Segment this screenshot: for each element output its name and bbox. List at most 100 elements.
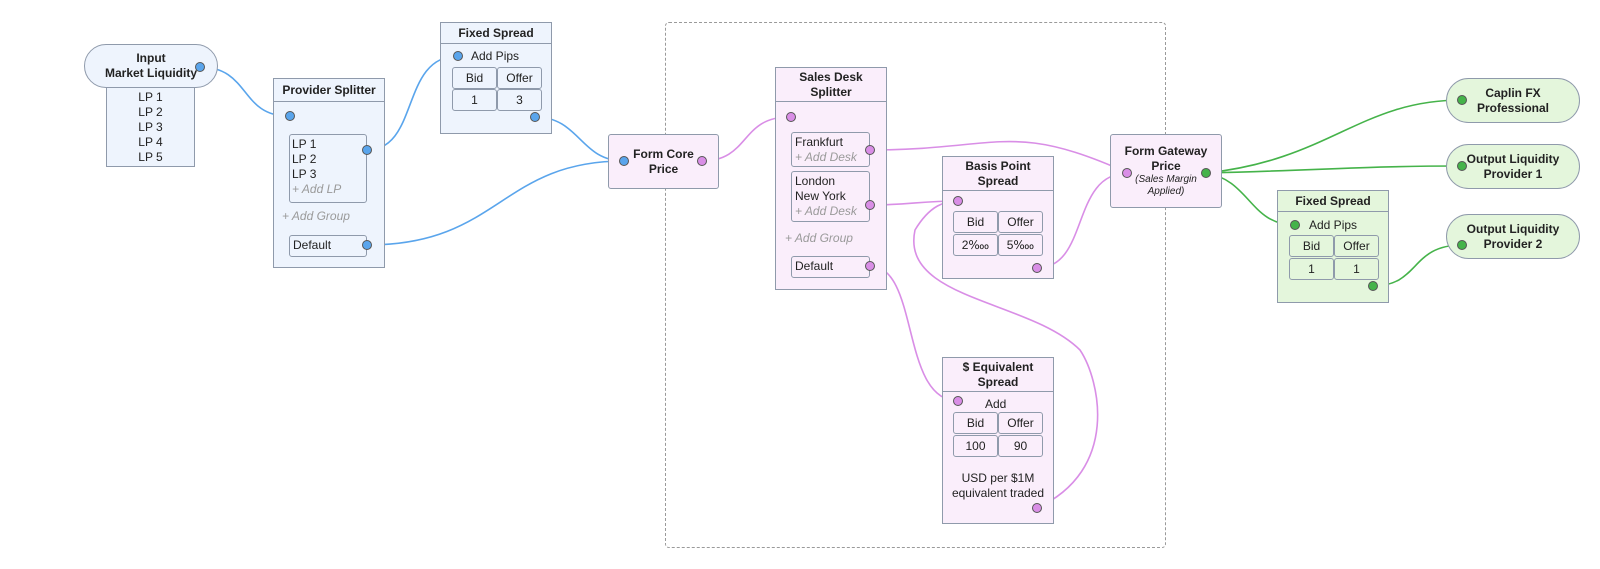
bid-value[interactable]: 1 — [452, 89, 497, 111]
group-lp-3: LP 3 — [292, 167, 317, 181]
sales-add-group-link[interactable]: + Add Group — [785, 231, 853, 245]
fs2-bid-header: Bid — [1289, 235, 1334, 257]
sales-region — [665, 22, 1166, 548]
dollar-bid-value[interactable]: 100 — [953, 435, 998, 457]
caplin-line2: Professional — [1476, 100, 1550, 115]
add-lp-link[interactable]: + Add LP — [292, 182, 342, 196]
fixed-spread-title: Fixed Spread — [440, 22, 552, 44]
sales-desk-title-line1: Sales Desk — [799, 69, 863, 84]
input-lp-3: LP 3 — [138, 120, 163, 134]
basis-point-output-port[interactable] — [1032, 263, 1042, 273]
form-core-output-port[interactable] — [697, 156, 707, 166]
fixed-spread-output-port[interactable] — [530, 112, 540, 122]
basis-offer-header: Offer — [998, 211, 1043, 233]
input-output-port[interactable] — [195, 62, 205, 72]
sales-desk-input-port[interactable] — [786, 112, 796, 122]
input-lp-1: LP 1 — [138, 90, 163, 104]
dollar-note-line1: USD per $1M — [961, 471, 1035, 485]
form-gateway-note-line2: Applied) — [1147, 186, 1185, 197]
caplin-line1: Caplin FX — [1485, 85, 1541, 100]
dollar-input-port[interactable] — [953, 396, 963, 406]
fs2-offer-value[interactable]: 1 — [1334, 258, 1379, 280]
wire-gateway-to-olp1 — [1205, 165, 1463, 174]
form-core-line1: Form Core — [633, 146, 694, 161]
sales-desk-splitter-title: Sales Desk Splitter — [775, 67, 887, 102]
desk-london: London — [795, 174, 836, 188]
basis-bid-header: Bid — [953, 211, 998, 233]
provider-splitter-input-port[interactable] — [285, 111, 295, 121]
fs2-bid-value[interactable]: 1 — [1289, 258, 1334, 280]
provider-splitter-title: Provider Splitter — [273, 78, 385, 102]
offer-header: Offer — [497, 67, 542, 89]
basis-point-input-port[interactable] — [953, 196, 963, 206]
sales-default-output-port[interactable] — [865, 261, 875, 271]
bid-header: Bid — [452, 67, 497, 89]
dollar-output-port[interactable] — [1032, 503, 1042, 513]
basis-point-title-line2: Spread — [977, 173, 1019, 188]
fixed-spread-2-title: Fixed Spread — [1277, 190, 1389, 212]
dollar-bid-header: Bid — [953, 412, 998, 434]
olp2-input-port[interactable] — [1457, 240, 1467, 250]
wire-default-to-core — [366, 160, 625, 246]
sales-desk-splitter-node[interactable] — [775, 67, 887, 290]
form-core-input-port[interactable] — [619, 156, 629, 166]
desk-new-york: New York — [795, 189, 846, 203]
input-market-liquidity-node[interactable]: Input Market Liquidity — [84, 44, 218, 88]
fs2-offer-header: Offer — [1334, 235, 1379, 257]
offer-value[interactable]: 3 — [497, 89, 542, 111]
london-ny-output-port[interactable] — [865, 200, 875, 210]
desk-frankfurt: Frankfurt — [795, 135, 844, 149]
dollar-title-line1: $ Equivalent — [962, 359, 1034, 374]
add-desk-link-2[interactable]: + Add Desk — [795, 204, 857, 218]
input-lp-4: LP 4 — [138, 135, 163, 149]
fixed-spread-2-input-port[interactable] — [1290, 220, 1300, 230]
wire-frankfurt-to-gateway — [869, 140, 1129, 174]
dollar-offer-value[interactable]: 90 — [998, 435, 1043, 457]
add-pips-label: Add Pips — [471, 49, 520, 63]
form-core-line2: Price — [648, 161, 679, 176]
basis-offer-value[interactable]: 5‱ — [998, 234, 1043, 256]
input-lp-5: LP 5 — [138, 150, 163, 164]
input-lp-2: LP 2 — [138, 105, 163, 119]
form-gateway-line2: Price — [1151, 159, 1181, 173]
dollar-add-label: Add — [985, 397, 1007, 411]
form-gateway-line1: Form Gateway — [1124, 144, 1208, 158]
default-group-label: Default — [293, 238, 332, 252]
olp2-line2: Provider 2 — [1483, 236, 1543, 251]
sales-desk-title-line2: Splitter — [810, 84, 852, 99]
wire-dollar-to-gateway — [913, 200, 1099, 509]
default-output-port[interactable] — [362, 240, 372, 250]
basis-bid-value[interactable]: 2‱ — [953, 234, 998, 256]
wire-gateway-to-caplin — [1205, 99, 1463, 174]
form-gateway-output-port[interactable] — [1201, 168, 1211, 178]
dollar-offer-header: Offer — [998, 412, 1043, 434]
group-lp-1: LP 1 — [292, 137, 317, 151]
dollar-note-line2: equivalent traded — [951, 486, 1045, 500]
fixed-spread-2-add-pips: Add Pips — [1309, 218, 1358, 232]
fixed-spread-input-port[interactable] — [453, 51, 463, 61]
olp2-line1: Output Liquidity — [1466, 221, 1560, 236]
output-liquidity-provider-1-node[interactable]: Output Liquidity Provider 1 — [1446, 144, 1580, 189]
lp-group-box — [289, 134, 367, 203]
caplin-fx-professional-node[interactable]: Caplin FX Professional — [1446, 78, 1580, 123]
input-lp-list — [106, 82, 195, 167]
frankfurt-output-port[interactable] — [865, 145, 875, 155]
add-desk-link-1[interactable]: + Add Desk — [795, 150, 857, 164]
output-liquidity-provider-2-node[interactable]: Output Liquidity Provider 2 — [1446, 214, 1580, 259]
form-gateway-note-line1: (Sales Margin — [1135, 174, 1197, 185]
olp1-line2: Provider 1 — [1483, 166, 1543, 181]
dollar-title-line2: Spread — [977, 374, 1019, 389]
caplin-input-port[interactable] — [1457, 95, 1467, 105]
olp1-input-port[interactable] — [1457, 161, 1467, 171]
olp1-line1: Output Liquidity — [1466, 151, 1560, 166]
group-lp-2: LP 2 — [292, 152, 317, 166]
basis-point-title: Basis Point Spread — [942, 156, 1054, 191]
lp-group-output-port[interactable] — [362, 145, 372, 155]
basis-point-title-line1: Basis Point — [965, 158, 1031, 173]
input-title-line2: Market Liquidity — [104, 66, 197, 80]
dollar-equivalent-title: $ Equivalent Spread — [942, 357, 1054, 392]
add-group-link[interactable]: + Add Group — [282, 209, 350, 223]
form-gateway-input-port[interactable] — [1122, 168, 1132, 178]
fixed-spread-2-output-port[interactable] — [1368, 281, 1378, 291]
london-ny-group-box — [791, 171, 870, 222]
